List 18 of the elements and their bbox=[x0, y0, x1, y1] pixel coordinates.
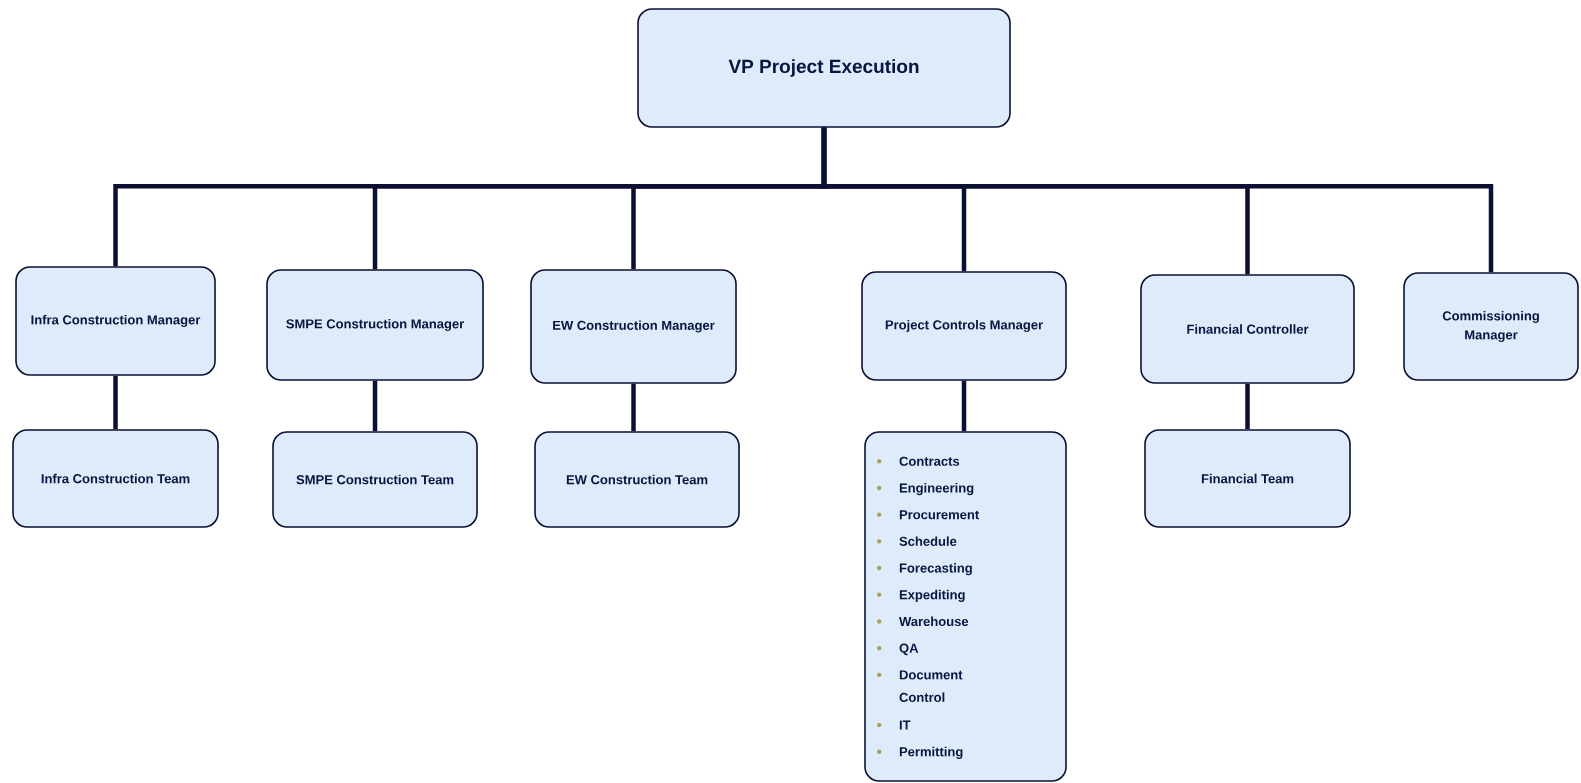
role-box: Financial Controller bbox=[1140, 274, 1355, 384]
connector-line bbox=[1245, 383, 1250, 430]
title-box: VP Project Execution bbox=[637, 8, 1011, 128]
role-box: Infra Construction Team bbox=[12, 429, 219, 528]
connector-line bbox=[961, 380, 967, 432]
role-box: Infra Construction Manager bbox=[15, 266, 216, 376]
connector-line bbox=[821, 127, 1494, 273]
role-box: SMPE Construction Team bbox=[272, 431, 478, 528]
role-box: EW Construction Team bbox=[534, 431, 740, 528]
role-box: Financial Team bbox=[1144, 429, 1351, 528]
role-box: Project Controls Manager bbox=[861, 271, 1067, 381]
role-box: SMPE Construction Manager bbox=[266, 269, 484, 381]
connector-line bbox=[372, 380, 378, 432]
connector-line bbox=[113, 375, 118, 430]
connector-line bbox=[631, 383, 636, 432]
role-box: Commissioning Manager bbox=[1403, 272, 1579, 381]
role-box: EW Construction Manager bbox=[530, 269, 737, 384]
list-box: Contracts Engineering Procurement Schedule Forecasting Expediting Warehouse QA Document Control IT Permitting bbox=[864, 431, 1067, 782]
